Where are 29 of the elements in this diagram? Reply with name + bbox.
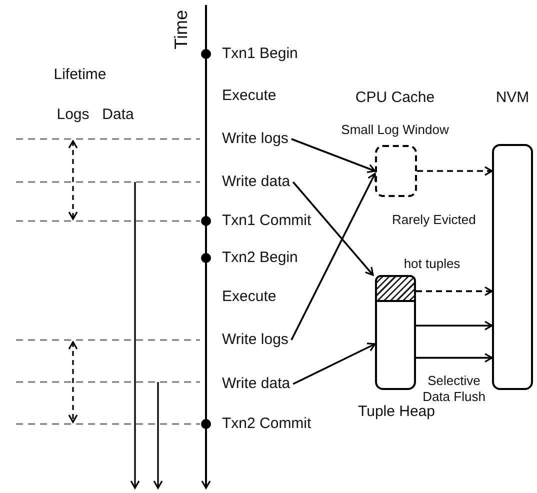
arrow bbox=[416, 320, 493, 330]
box-note: Rarely Evicted bbox=[392, 212, 476, 228]
step-label: Write data bbox=[222, 173, 290, 191]
arrow bbox=[417, 166, 493, 176]
event-label: Txn1 Commit bbox=[222, 212, 312, 230]
axis-label: Time bbox=[172, 10, 190, 50]
arrow bbox=[291, 138, 376, 174]
arrow bbox=[292, 181, 374, 276]
box-title: Small Log Window bbox=[340, 122, 450, 138]
column-heading: Data bbox=[102, 106, 134, 124]
region-label: hot tuples bbox=[404, 256, 460, 272]
column-heading: Logs bbox=[56, 106, 90, 124]
step-label: Execute bbox=[222, 288, 276, 306]
event-label: Txn2 Commit bbox=[222, 415, 312, 433]
step-label: Write data bbox=[222, 375, 290, 393]
step-label: Execute bbox=[222, 87, 276, 105]
box-title: NVM bbox=[494, 89, 530, 107]
step-label: Write logs bbox=[222, 130, 288, 148]
hot-tuples-block bbox=[375, 275, 416, 302]
heading: Lifetime bbox=[54, 66, 106, 84]
arrow bbox=[416, 286, 493, 296]
step-label: Write logs bbox=[222, 331, 288, 349]
arrow bbox=[290, 172, 376, 340]
box-title: Tuple Heap bbox=[358, 403, 435, 421]
event-label: Txn1 Begin bbox=[222, 45, 298, 63]
event-label: Txn2 Begin bbox=[222, 249, 298, 267]
arrow bbox=[416, 353, 493, 363]
arrow bbox=[292, 342, 376, 385]
heading: CPU Cache bbox=[355, 89, 435, 107]
